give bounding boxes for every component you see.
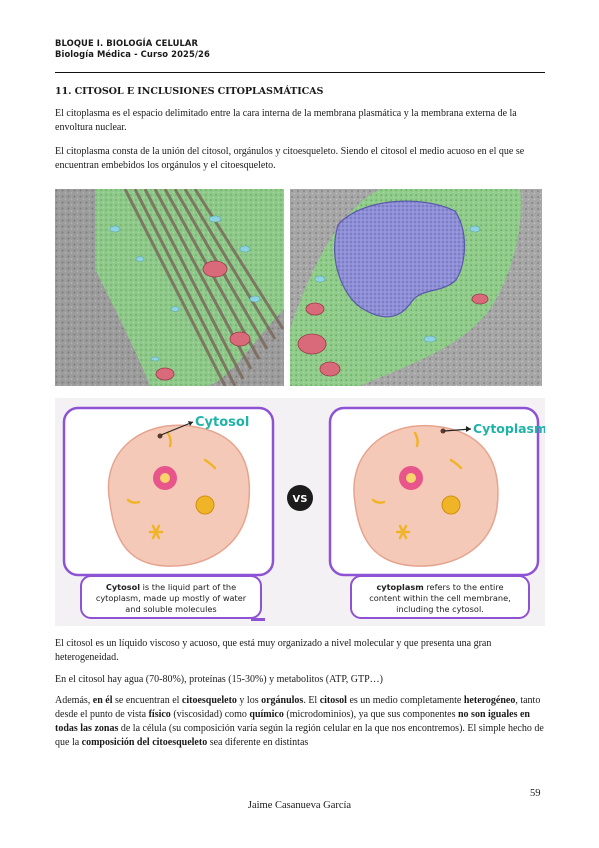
emphasis: en él (92, 695, 113, 706)
right-caption-line1: cytoplasm refers to the entire (376, 582, 503, 592)
emphasis: físico (148, 709, 171, 720)
left-caption-line2: cytoplasm, made up mostly of water (96, 593, 247, 603)
right-cell (353, 424, 499, 567)
micrograph-right (290, 189, 542, 386)
running-header: BLOQUE I. BIOLOGÍA CELULAR Biología Médi… (55, 38, 210, 60)
emphasis: citosol (319, 695, 347, 706)
right-title: Cytoplasm (473, 421, 545, 436)
left-caption-line3: and soluble molecules (125, 604, 216, 614)
right-caption-line3: including the cytosol. (396, 604, 484, 614)
emphasis: químico (249, 709, 284, 720)
right-pointer-dot (440, 428, 446, 434)
cytosol-vs-cytoplasm-diagram: Cytosol Cytosol is the liquid part of th… (55, 398, 545, 626)
header-block-title: BLOQUE I. BIOLOGÍA CELULAR (55, 38, 199, 48)
vs-label: VS (293, 494, 308, 505)
paragraph-4: En el citosol hay agua (70-80%), proteín… (55, 674, 383, 685)
right-caption-line2: content within the cell membrane, (369, 593, 511, 603)
emphasis: orgánulos (261, 695, 304, 706)
vs-badge (287, 485, 313, 511)
paragraph-5: Además, en él se encuentran el citoesque… (55, 695, 544, 748)
left-title: Cytosol (195, 415, 249, 430)
author-footer: Jaime Casanueva García (247, 800, 352, 811)
emphasis: heterogéneo (463, 695, 516, 706)
paragraph-1: El citoplasma es el espacio delimitado e… (55, 108, 517, 133)
left-caption-line1: Cytosol is the liquid part of the (106, 582, 236, 592)
emphasis: no son iguales en todas las zonas (55, 709, 530, 734)
section-title: 11. CITOSOL E INCLUSIONES CITOPLASMÁTICA… (55, 86, 324, 97)
header-rule (55, 72, 545, 73)
emphasis: composición del citoesqueleto (81, 737, 208, 748)
header-course: Biología Médica - Curso 2025/26 (55, 49, 210, 59)
paragraph-3: El citosol es un líquido viscoso y acuos… (55, 638, 492, 663)
page-number: 59 (530, 788, 541, 799)
paragraph-2: El citoplasma consta de la unión del cit… (55, 146, 525, 171)
left-cell (107, 424, 251, 567)
micrograph-left (55, 189, 284, 386)
emphasis: citoesqueleto (181, 695, 237, 706)
